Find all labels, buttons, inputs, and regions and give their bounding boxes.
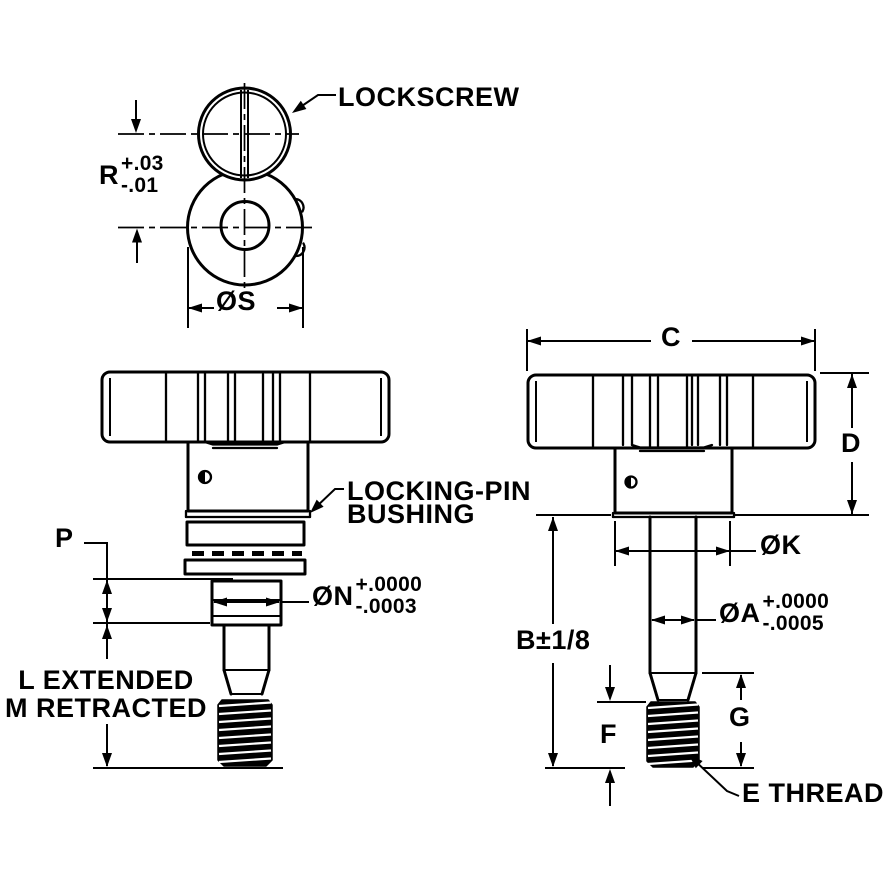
threads-front bbox=[217, 699, 273, 767]
f-dim-label: F bbox=[600, 719, 617, 749]
radius-plus-tol: +.03 bbox=[121, 152, 164, 175]
a-letter: ØA bbox=[719, 597, 761, 628]
b-dim-label: B±1/8 bbox=[516, 625, 591, 655]
a-tolerance: +.0000 -.0005 bbox=[762, 590, 830, 636]
diameter-k-label: ØK bbox=[760, 530, 802, 560]
locking-pin-bushing-label: LOCKING-PIN BUSHING bbox=[347, 476, 531, 529]
radius-letter: R bbox=[99, 159, 119, 190]
lockscrew-leader bbox=[292, 94, 336, 113]
detent-bump-upper bbox=[294, 197, 305, 213]
radius-minus-tol: -.01 bbox=[121, 174, 159, 198]
b-dimension bbox=[545, 517, 625, 769]
diameter-a-label: ØA +.0000 -.0005 bbox=[719, 590, 830, 636]
lockscrew-label: LOCKSCREW bbox=[338, 82, 520, 112]
a-minus-tol: -.0005 bbox=[762, 612, 824, 636]
top-view bbox=[118, 83, 336, 328]
g-dimension bbox=[702, 672, 754, 769]
e-thread-leader bbox=[689, 755, 740, 797]
f-dimension bbox=[597, 665, 646, 806]
n-tolerance: +.0000 -.0003 bbox=[355, 573, 423, 619]
stroke-length-label: L EXTENDED M RETRACTED bbox=[0, 666, 212, 722]
a-dimension bbox=[651, 615, 716, 625]
bushing-leader bbox=[310, 488, 344, 513]
side-view bbox=[526, 329, 869, 806]
c-dimension bbox=[526, 329, 816, 371]
d-dimension bbox=[820, 372, 869, 514]
bushing-label-line1: LOCKING-PIN bbox=[347, 476, 531, 506]
retracted-label: M RETRACTED bbox=[5, 693, 207, 723]
g-dim-label: G bbox=[729, 702, 751, 732]
p-dim-label: P bbox=[55, 523, 74, 553]
n-minus-tol: -.0003 bbox=[355, 595, 417, 619]
threads-side bbox=[646, 701, 700, 768]
radius-dim-label: R +.03 -.01 bbox=[99, 152, 164, 198]
d-dim-label: D bbox=[841, 428, 861, 458]
handle-front bbox=[100, 370, 391, 444]
bushing-body-side bbox=[613, 446, 734, 515]
n-dimension bbox=[213, 597, 309, 607]
e-thread-label: E THREAD bbox=[742, 778, 885, 808]
handle-side bbox=[526, 373, 817, 450]
k-dimension bbox=[614, 521, 756, 566]
extended-label: L EXTENDED bbox=[18, 665, 194, 695]
a-plus-tol: +.0000 bbox=[762, 590, 830, 613]
diameter-n-label: ØN +.0000 -.0003 bbox=[312, 573, 423, 619]
p-dimension bbox=[84, 542, 283, 769]
radius-tolerance: +.03 -.01 bbox=[121, 152, 164, 198]
c-dim-label: C bbox=[661, 322, 681, 352]
n-letter: ØN bbox=[312, 580, 354, 611]
s-dimension bbox=[187, 247, 304, 328]
n-plus-tol: +.0000 bbox=[355, 573, 423, 596]
bushing-body-front bbox=[186, 440, 310, 513]
r-dimension bbox=[131, 100, 142, 263]
diameter-s-label: ØS bbox=[216, 286, 257, 316]
bushing-label-line2: BUSHING bbox=[347, 499, 476, 529]
front-view bbox=[84, 370, 391, 769]
